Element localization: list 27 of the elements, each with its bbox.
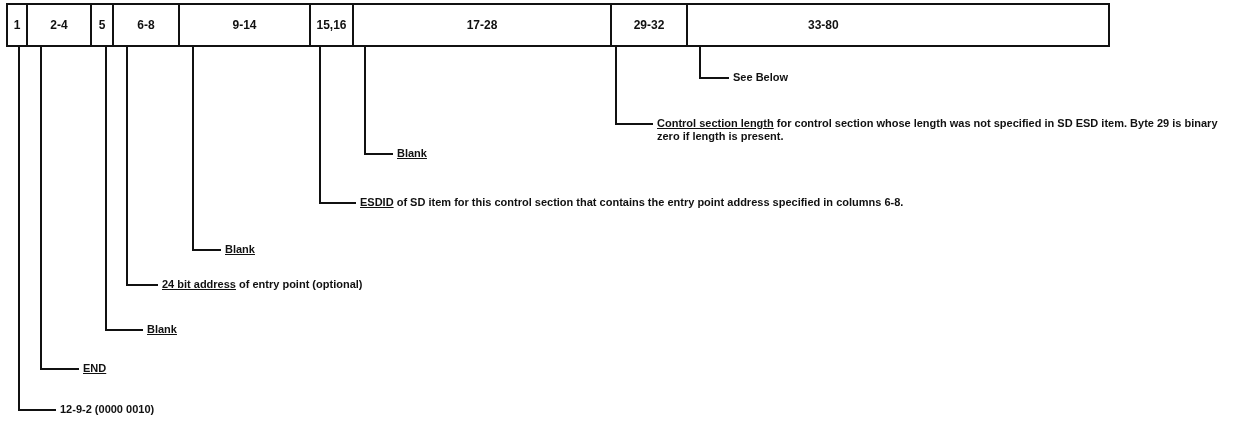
field-description: END <box>83 362 107 375</box>
card-column-field: 2-4 <box>26 3 92 47</box>
field-description: ESDID of SD item for this control section that contains the entry point address specified in columns 6-8. <box>360 196 904 209</box>
card-column-field: 5 <box>90 3 114 47</box>
card-column-field: 17-28 <box>352 3 612 47</box>
card-column-field: 9-14 <box>178 3 311 47</box>
card-column-field: 6-8 <box>112 3 180 47</box>
leader-line <box>319 46 357 204</box>
leader-line <box>18 46 57 411</box>
leader-line <box>615 46 654 125</box>
leader-line <box>126 46 159 286</box>
card-column-field: 33-80 <box>686 3 1110 47</box>
card-column-field: 29-32 <box>610 3 688 47</box>
field-description: Blank <box>147 323 177 336</box>
leader-line <box>40 46 80 370</box>
card-column-field: 1 <box>6 3 28 47</box>
field-description: 24 bit address of entry point (optional) <box>162 278 363 291</box>
leader-line <box>364 46 394 155</box>
leader-line <box>699 46 730 79</box>
field-description: 12-9-2 (0000 0010) <box>60 403 155 416</box>
leader-line <box>192 46 222 251</box>
field-description: See Below <box>733 71 789 84</box>
field-description: Blank <box>225 243 255 256</box>
leader-line <box>105 46 144 331</box>
card-column-field: 15,16 <box>309 3 354 47</box>
field-description: Blank <box>397 147 427 160</box>
field-description: Control section length for control section whose length was not specified in SD ESD item. Byte 29 is binary zero if length is present. <box>657 117 1219 143</box>
